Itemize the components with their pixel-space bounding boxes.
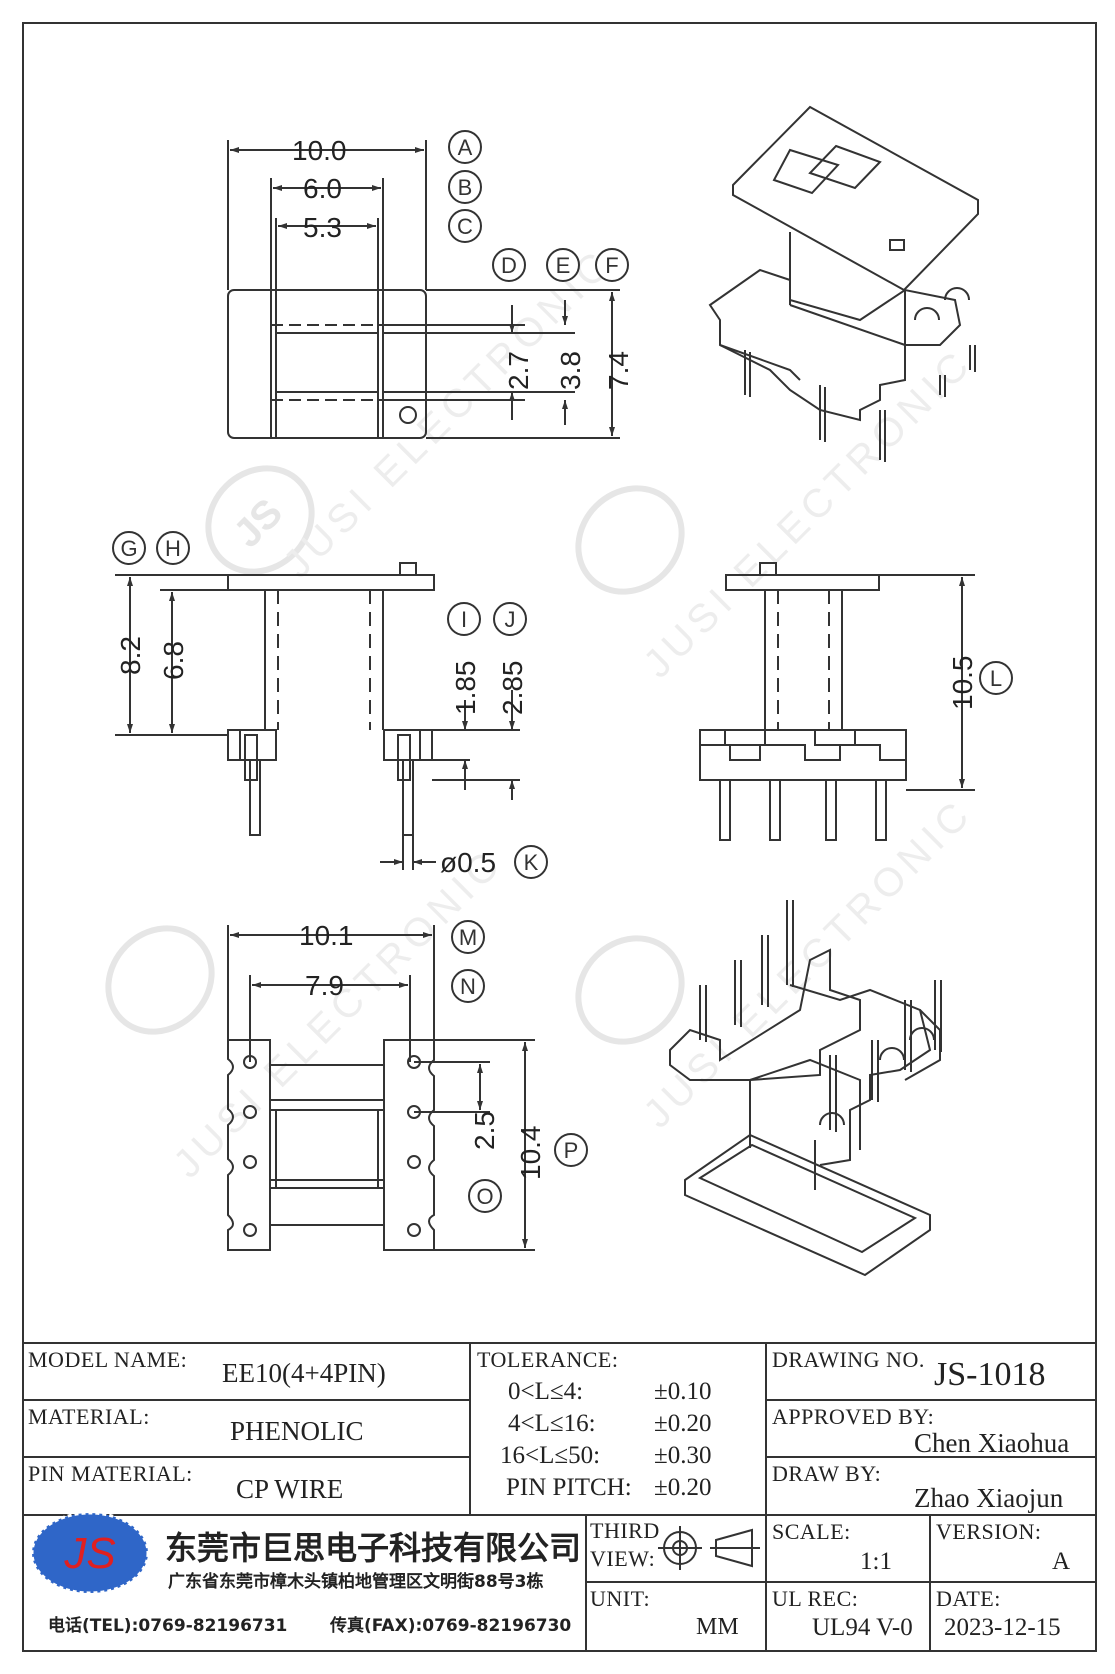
dim-side-j: 2.85 [497,661,528,716]
drawing-frame [22,22,1097,1652]
dim-front-l: 10.5 [947,656,978,711]
dim-top-f: 7.4 [603,351,634,390]
tolerance-value-2: ±0.20 [654,1410,712,1437]
third-view-label-1: THIRD [590,1518,660,1543]
callout-m: M [459,925,477,950]
isometric-view-bottom [669,900,942,1277]
material-label: MATERIAL: [28,1404,150,1429]
pin-material-label: PIN MATERIAL: [28,1461,193,1486]
title-block-grid [22,1342,1097,1652]
company-address: 广东省东莞市樟木头镇柏地管理区文明街88号3栋 [168,1572,544,1592]
tolerance-label: TOLERANCE: [477,1347,619,1372]
front-view [699,562,975,841]
callout-j: J [505,607,516,632]
tolerance-range-3: 16<L≤50: [500,1442,601,1469]
ul-rec-label: UL REC: [772,1586,859,1611]
dim-bot-p: 10.4 [515,1126,546,1181]
dim-side-g: 8.2 [115,636,146,675]
callout-n: N [460,974,476,999]
dim-bot-n: 7.9 [305,970,344,1001]
unit-label: UNIT: [590,1586,651,1611]
callout-i: I [461,607,467,632]
top-view [227,140,620,439]
watermark-text-3: JUSI ELECTRONIC [165,840,511,1186]
ul-rec-value: UL94 V-0 [812,1614,913,1641]
material-value: PHENOLIC [230,1416,364,1446]
version-value: A [1052,1548,1071,1575]
watermark-text: JUSI ELECTRONIC [275,240,621,586]
callout-l: L [990,666,1002,691]
side-view [115,562,520,870]
watermark: JS JUSI ELECTRONIC JUSI ELECTRONIC JUSI … [105,240,981,1186]
tolerance-range-1: 0<L≤4: [508,1378,584,1405]
third-angle-projection-icon [658,1526,760,1570]
callout-h: H [165,536,181,561]
dim-side-k: ø0.5 [440,847,496,878]
date-value: 2023-12-15 [944,1614,1061,1641]
bottom-view [227,925,535,1251]
isometric-view-top [708,105,979,462]
tolerance-range-2: 4<L≤16: [508,1410,596,1437]
tolerance-value-3: ±0.30 [654,1442,712,1469]
callout-g: G [120,536,137,561]
draw-by-label: DRAW BY: [772,1461,882,1486]
dim-top-a: 10.0 [292,135,347,166]
drawing-no-label: DRAWING NO. [772,1347,925,1372]
callout-e: E [556,253,571,278]
dim-side-h: 6.8 [158,641,189,680]
dim-top-c: 5.3 [303,212,342,243]
approved-by-label: APPROVED BY: [772,1404,935,1429]
model-name-label: MODEL NAME: [28,1347,188,1372]
date-label: DATE: [936,1586,1001,1611]
company-name: 东莞市巨思电子科技有限公司 [165,1529,582,1567]
scale-label: SCALE: [772,1519,851,1544]
company-fax: 传真(FAX):0769-82196730 [330,1616,572,1636]
dim-top-d: 2.7 [503,351,534,390]
drawing-no-value: JS-1018 [934,1356,1046,1393]
dim-top-e: 3.8 [555,351,586,390]
callout-o: O [476,1184,493,1209]
watermark-text-2: JUSI ELECTRONIC [635,340,981,686]
pin-material-value: CP WIRE [236,1474,344,1504]
unit-value: MM [696,1614,739,1640]
watermark-mark: JS [225,490,291,556]
dim-bot-m: 10.1 [299,920,354,951]
company-logo-text: JS [63,1529,115,1578]
dim-bot-o: 2.5 [469,1111,500,1150]
approved-by-value: Chen Xiaohua [914,1428,1070,1458]
model-name-value: EE10(4+4PIN) [222,1358,386,1388]
dim-top-b: 6.0 [303,173,342,204]
callout-b: B [458,175,473,200]
tolerance-range-4: PIN PITCH: [506,1474,632,1501]
callout-d: D [501,253,517,278]
tolerance-value-4: ±0.20 [654,1474,712,1501]
draw-by-value: Zhao Xiaojun [914,1483,1064,1513]
callout-c: C [457,214,473,239]
third-view-label-2: VIEW: [590,1546,656,1571]
callout-k: K [524,850,539,875]
callout-p: P [564,1138,579,1163]
dim-side-i: 1.85 [450,661,481,716]
version-label: VERSION: [936,1519,1042,1544]
scale-value: 1:1 [860,1548,892,1575]
tolerance-value-1: ±0.10 [654,1378,712,1405]
company-logo: JS [30,1511,150,1595]
callout-a: A [458,135,473,160]
company-tel: 电话(TEL):0769-82196731 [48,1616,288,1636]
callout-f: F [605,253,618,278]
